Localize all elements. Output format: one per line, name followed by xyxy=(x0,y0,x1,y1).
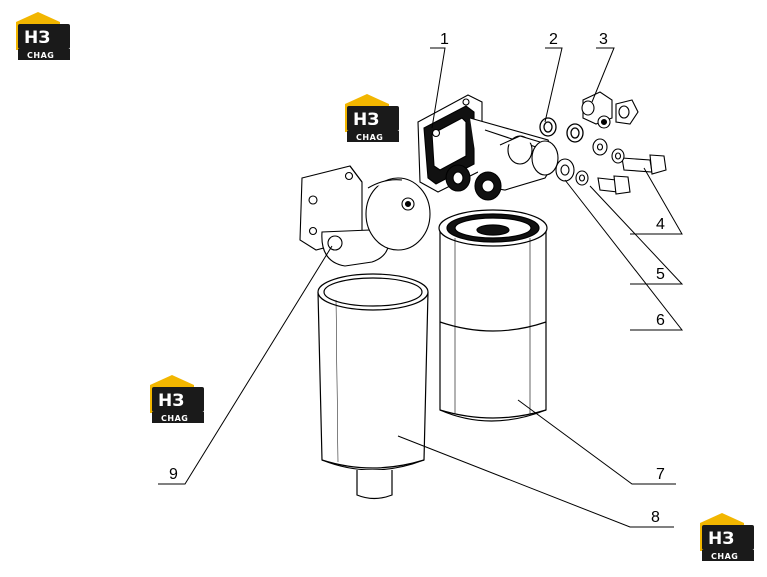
logo-caption: CHAG xyxy=(27,51,54,60)
callout-4: 4 xyxy=(656,216,665,233)
callout-labels: 1 2 3 4 5 6 7 8 9 xyxy=(169,31,665,526)
logo-mark: НЗ xyxy=(24,28,50,48)
brand-logo: НЗ CHAG xyxy=(16,12,70,60)
part-4-bolts xyxy=(597,154,667,195)
brand-logo: НЗ CHAG xyxy=(150,375,204,423)
brand-logo: НЗ CHAG xyxy=(700,513,754,561)
part-3-fittings xyxy=(581,91,639,129)
callout-5: 5 xyxy=(656,266,665,283)
logo-caption: CHAG xyxy=(161,414,188,423)
logo-caption: CHAG xyxy=(356,133,383,142)
logo-mark: НЗ xyxy=(708,529,734,549)
brand-logo: НЗ CHAG xyxy=(345,94,399,142)
part-8-separator-bowl xyxy=(317,273,429,500)
part-5-washers xyxy=(575,138,625,186)
callout-8: 8 xyxy=(651,509,660,526)
logo-mark: НЗ xyxy=(353,110,379,130)
part-9-bracket xyxy=(299,165,431,267)
callout-1: 1 xyxy=(440,31,449,48)
leader-lines xyxy=(158,47,684,528)
logo-mark: НЗ xyxy=(158,391,184,411)
part-1-filter-head xyxy=(417,94,559,201)
callout-7: 7 xyxy=(656,466,665,483)
callout-9: 9 xyxy=(169,466,178,483)
part-7-fuel-filter xyxy=(438,209,548,422)
part-2-seal-rings xyxy=(539,117,584,143)
callout-3: 3 xyxy=(599,31,608,48)
callout-2: 2 xyxy=(549,31,558,48)
callout-6: 6 xyxy=(656,312,665,329)
logo-caption: CHAG xyxy=(711,552,738,561)
part-6-oring xyxy=(555,158,575,182)
